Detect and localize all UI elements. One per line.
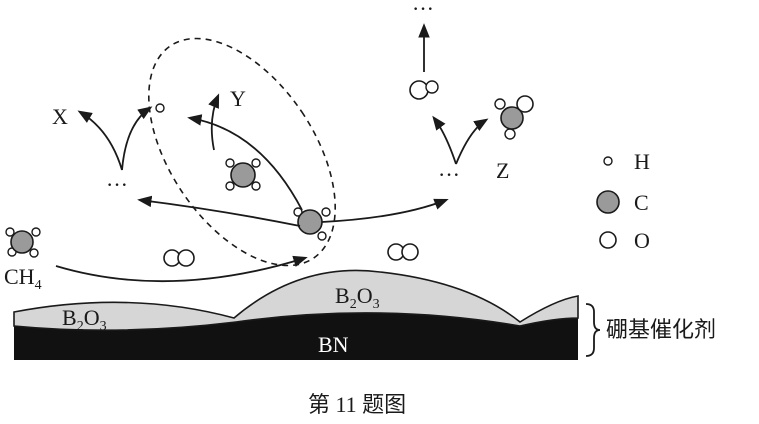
arrow-ch4-to-surface	[55, 255, 308, 283]
arrow-to-left-dots	[137, 195, 301, 227]
label-z: Z	[496, 158, 509, 183]
arrow-to-y	[187, 114, 303, 211]
legend-h-icon	[603, 156, 613, 166]
dashed-ellipse	[148, 37, 336, 267]
ellipsis-right: ···	[438, 162, 460, 187]
z-molecule	[494, 95, 534, 140]
bn-label: BN	[318, 332, 349, 357]
figure-caption: 第 11 题图	[308, 392, 406, 417]
arrow-to-h	[121, 106, 153, 171]
arrow-to-x	[77, 110, 123, 171]
ch3-molecule	[293, 207, 331, 241]
ellipsis-top: ···	[412, 0, 434, 21]
legend-c-label: C	[634, 190, 649, 215]
o2-molecule-left	[163, 249, 195, 267]
catalyst-brace	[585, 303, 601, 357]
b2o3-label-left: B2O3	[62, 305, 107, 334]
catalyst-label: 硼基催化剂	[606, 317, 716, 342]
ch4-molecule	[5, 227, 41, 258]
b2o3-label-right: B2O3	[335, 283, 380, 312]
arrow-to-z	[455, 118, 489, 165]
arrow-to-right-dots	[321, 198, 449, 223]
legend: H C O	[596, 149, 650, 253]
ch2-molecule	[225, 158, 261, 191]
label-y: Y	[230, 86, 246, 111]
label-x: X	[52, 104, 68, 129]
co-molecule	[409, 80, 439, 100]
ellipsis-left: ···	[106, 172, 128, 197]
arrow-to-co	[432, 115, 457, 165]
ch4-label: CH4	[4, 264, 42, 293]
legend-h-label: H	[634, 149, 650, 174]
h-atom-free	[155, 103, 165, 113]
legend-o-label: O	[634, 228, 650, 253]
legend-o-icon	[599, 231, 617, 249]
bn-layer	[14, 308, 578, 360]
arrow-up-y	[208, 93, 220, 151]
b2o3-layer	[13, 269, 579, 331]
o2-molecule-right	[387, 243, 419, 261]
legend-c-icon	[596, 190, 620, 214]
